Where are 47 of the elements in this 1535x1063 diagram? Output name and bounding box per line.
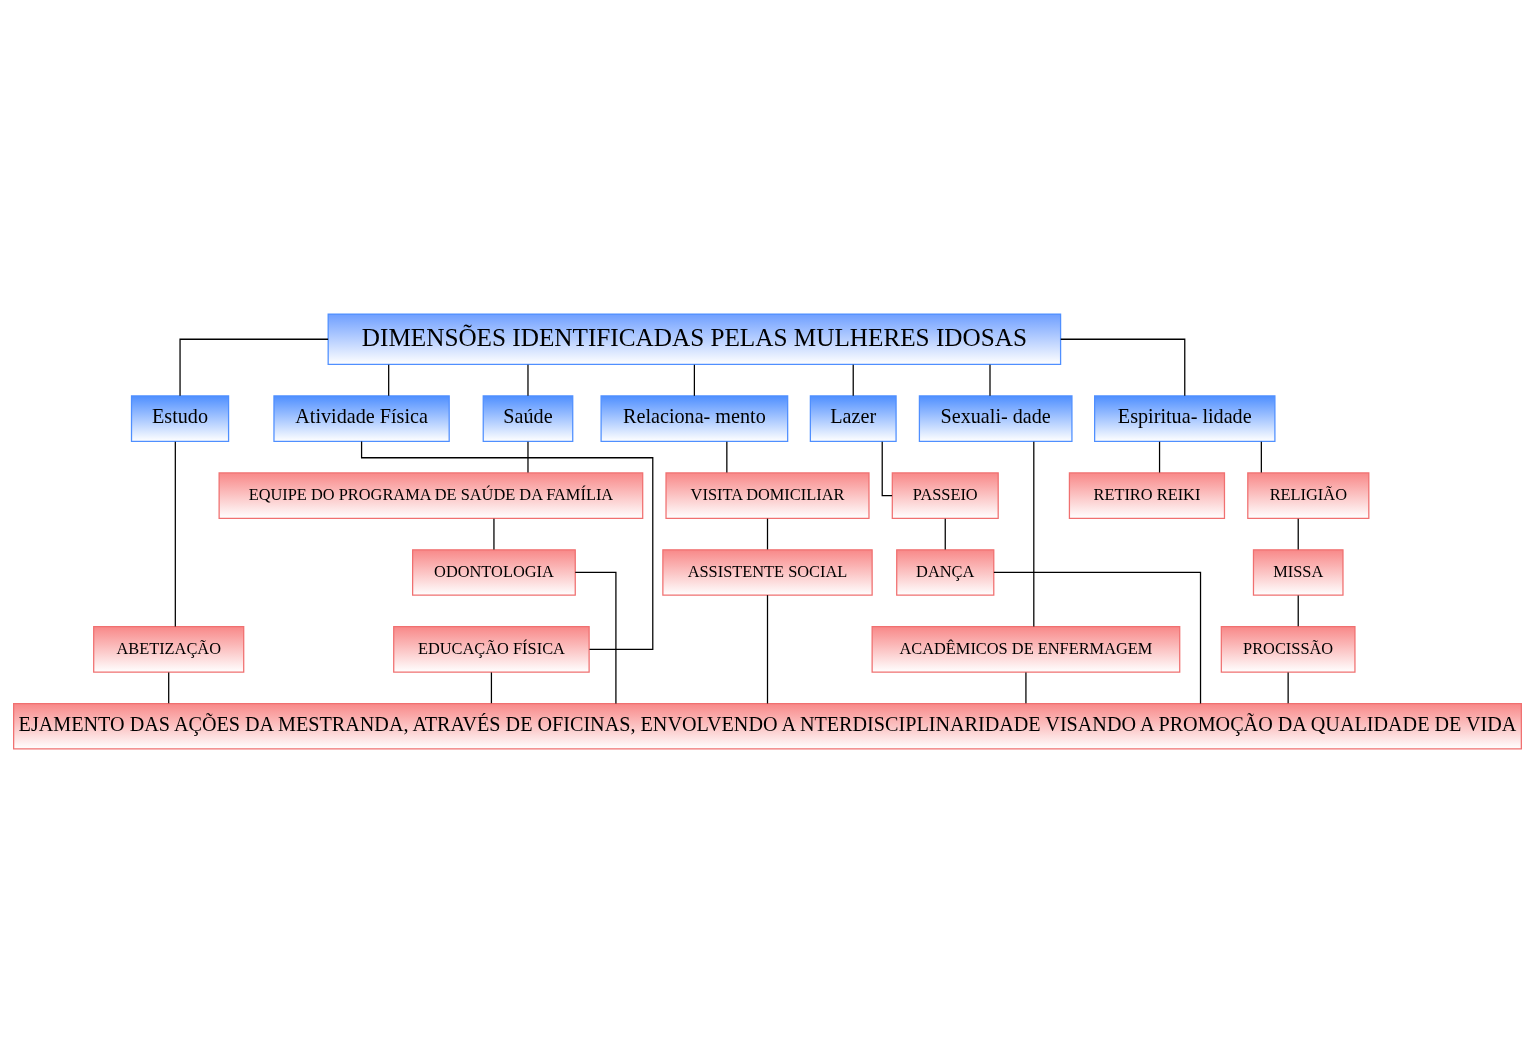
node-box: ACADÊMICOS DE ENFERMAGEM [871,626,1181,673]
connector [766,594,769,705]
node-box: MISSA [1252,549,1344,596]
connector [574,571,617,705]
connector [527,364,529,397]
node-box: VISITA DOMICILIAR [665,472,870,519]
connector [493,518,495,551]
node-box: Atividade Física [273,395,450,442]
node-box: RETIRO REIKI [1068,472,1226,519]
node-box: DANÇA [896,549,995,596]
node-box: ABETIZAÇÃO [93,626,245,673]
connector [944,518,946,551]
connector [766,518,769,551]
node-box: ODONTOLOGIA [412,549,576,596]
node-box: EQUIPE DO PROGRAMA DE SAÚDE DA FAMÍLIA [218,472,644,519]
node-box: Relaciona- mento [600,395,789,442]
connector [726,441,728,474]
connector [1025,671,1027,704]
connector [179,338,329,397]
node-box: Lazer [809,395,897,442]
connector [527,441,529,474]
node-box: ASSISTENTE SOCIAL [662,549,873,596]
connector [1060,338,1186,397]
node-box: RELIGIÃO [1247,472,1370,519]
node-box: PASSEIO [891,472,999,519]
connector [388,364,390,397]
node-box: EJAMENTO DAS AÇÕES DA MESTRANDA, ATRAVÉS DE OFICINAS, ENVOLVENDO A NTERDISCIPLINARIDADE VISANDO A PROMOÇÃO DA QUALIDADE DE VIDA [13,702,1522,750]
connector [1287,671,1289,704]
node-box: Estudo [130,395,230,442]
connector [693,364,695,397]
node-box: Espiritua- lidade [1094,395,1276,442]
connector [1158,441,1161,474]
connector [881,441,893,497]
node-box: Sexuali- dade [918,395,1073,442]
node-box: PROCISSÃO [1220,626,1356,673]
connector [1260,441,1262,474]
connector [490,671,493,704]
connector [174,441,176,628]
connector [993,571,1202,705]
node-box: EDUCAÇÃO FÍSICA [393,626,590,673]
connector [1297,518,1299,551]
connector [168,671,170,704]
node-box: Saúde [482,395,574,442]
connector [1033,441,1035,628]
connector [1297,594,1299,627]
node-box: DIMENSÕES IDENTIFICADAS PELAS MULHERES IDOSAS [327,313,1062,366]
connector [852,364,854,397]
